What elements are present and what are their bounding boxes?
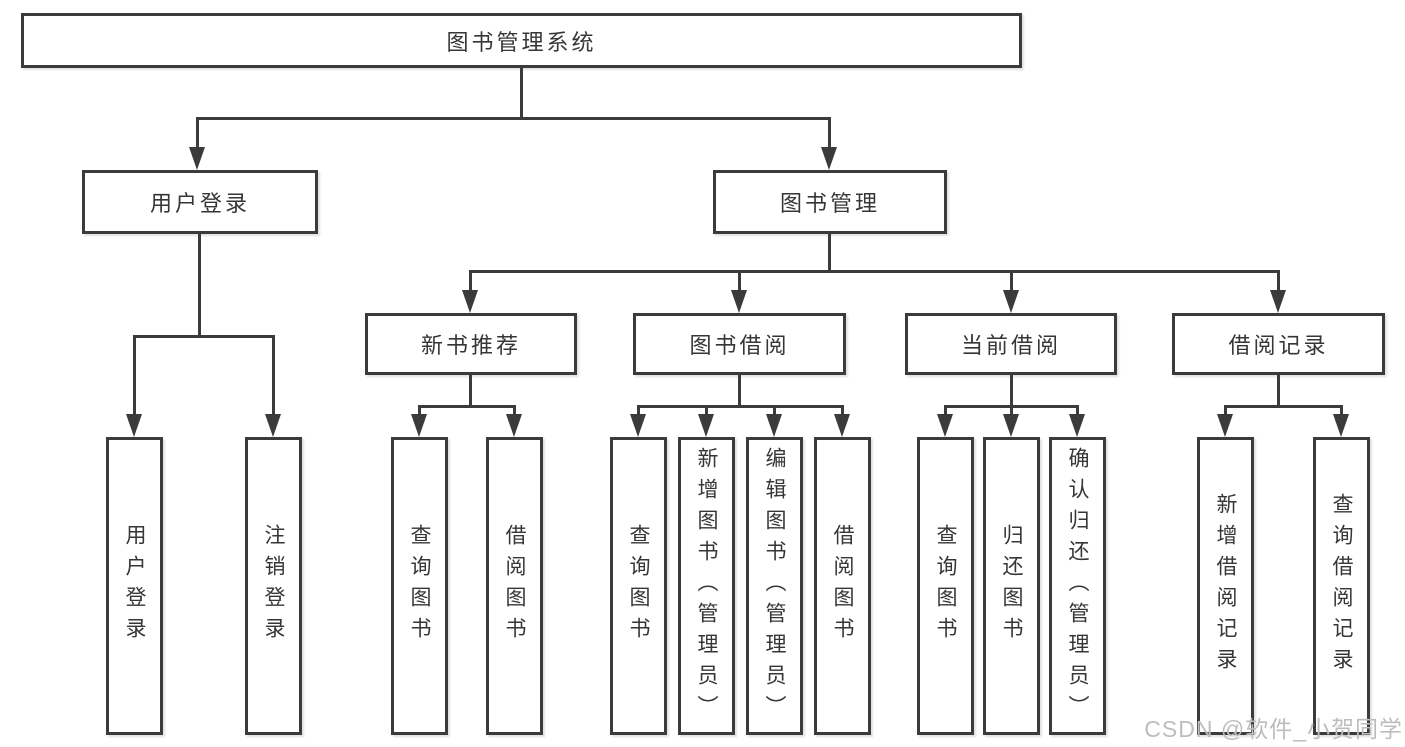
arrowhead [411, 414, 427, 437]
node-user-login-label: 用户登录 [149, 191, 250, 216]
leaf-query-borrow-record: 查询借阅记录 [1313, 437, 1370, 735]
leaf-logout: 注销登录 [245, 437, 302, 735]
arrowhead [698, 414, 714, 437]
arrowhead [937, 414, 953, 437]
csdn-watermark: CSDN @软件_小贺同学 [1144, 716, 1403, 742]
connector-stem [1340, 405, 1343, 415]
connector-stem [1277, 270, 1280, 290]
leaf-add-borrow-record: 新增借阅记录 [1197, 437, 1254, 735]
leaf-edit-books-admin: 编辑图书（管理员） [746, 437, 803, 735]
leaf-query-books-current-label: 查询图书 [934, 524, 957, 648]
leaf-query-books-borrowing: 查询图书 [610, 437, 667, 735]
leaf-query-books-current: 查询图书 [917, 437, 974, 735]
connector-stem [637, 405, 640, 415]
node-root-label: 图书管理系统 [446, 29, 597, 55]
connector-stem [1224, 405, 1227, 415]
node-book-borrowing-label: 图书借阅 [689, 333, 790, 358]
arrowhead [506, 414, 522, 437]
leaf-user-login: 用户登录 [106, 437, 163, 735]
leaf-add-borrow-record-label: 新增借阅记录 [1214, 493, 1237, 679]
connector-stem [469, 270, 472, 290]
arrowhead [731, 290, 747, 313]
leaf-return-books: 归还图书 [983, 437, 1040, 735]
arrowhead [126, 414, 142, 437]
leaf-logout-label: 注销登录 [262, 524, 285, 648]
connector-stem [198, 234, 201, 335]
connector-stem [828, 117, 831, 148]
leaf-query-books-recommend: 查询图书 [391, 437, 448, 735]
connector-stem [705, 405, 708, 415]
leaf-borrow-books-recommend-label: 借阅图书 [503, 524, 526, 648]
node-new-book-recommendation-label: 新书推荐 [420, 333, 521, 358]
arrowhead [766, 414, 782, 437]
connector-stem [944, 405, 947, 415]
leaf-query-books-recommend-label: 查询图书 [408, 524, 431, 648]
leaf-return-books-label: 归还图书 [1000, 524, 1023, 648]
node-borrowing-records: 借阅记录 [1172, 313, 1385, 375]
connector-stem [1010, 375, 1013, 405]
connector-stem [773, 405, 776, 415]
connector-stem [1010, 270, 1013, 290]
connector-group1-branch [134, 335, 274, 338]
connector-level2-branch [197, 117, 831, 120]
leaf-user-login-label: 用户登录 [123, 524, 146, 648]
node-current-borrowing-label: 当前借阅 [960, 333, 1061, 358]
connector-stem [738, 375, 741, 405]
arrowhead [1003, 414, 1019, 437]
leaf-query-borrow-record-label: 查询借阅记录 [1330, 493, 1353, 679]
leaf-borrow-books-recommend: 借阅图书 [486, 437, 543, 735]
node-borrowing-records-label: 借阅记录 [1228, 333, 1329, 358]
connector-level3-branch [470, 270, 1279, 273]
connector-stem [272, 335, 275, 414]
connector-stem [841, 405, 844, 415]
leaf-confirm-return-admin-label: 确认归还（管理员） [1066, 446, 1089, 726]
arrowhead [1003, 290, 1019, 313]
connector-stem [738, 270, 741, 290]
connector-group2-branch [419, 405, 515, 408]
connector-root-stem [520, 66, 523, 117]
leaf-borrow-books: 借阅图书 [814, 437, 871, 735]
node-current-borrowing: 当前借阅 [905, 313, 1117, 375]
connector-stem [1010, 405, 1013, 415]
leaf-confirm-return-admin: 确认归还（管理员） [1049, 437, 1106, 735]
leaf-borrow-books-label: 借阅图书 [831, 524, 854, 648]
arrowhead [265, 414, 281, 437]
leaf-edit-books-admin-label: 编辑图书（管理员） [763, 446, 786, 726]
connector-group3-branch [638, 405, 843, 408]
connector-stem [196, 117, 199, 148]
connector-stem [469, 375, 472, 405]
arrowhead [1217, 414, 1233, 437]
connector-stem [133, 335, 136, 414]
leaf-add-books-admin: 新增图书（管理员） [678, 437, 735, 735]
arrowhead [630, 414, 646, 437]
connector-stem [418, 405, 421, 415]
connector-stem [828, 234, 831, 270]
leaf-add-books-admin-label: 新增图书（管理员） [695, 446, 718, 726]
arrowhead [1333, 414, 1349, 437]
node-new-book-recommendation: 新书推荐 [365, 313, 577, 375]
arrowhead [834, 414, 850, 437]
node-user-login: 用户登录 [82, 170, 318, 234]
node-book-borrowing: 图书借阅 [633, 313, 846, 375]
connector-stem [513, 405, 516, 415]
node-book-management: 图书管理 [713, 170, 947, 234]
arrowhead [1069, 414, 1085, 437]
connector-stem [1076, 405, 1079, 415]
connector-group5-branch [1225, 405, 1342, 408]
arrowhead [189, 147, 205, 170]
arrowhead [1270, 290, 1286, 313]
leaf-query-books-borrowing-label: 查询图书 [627, 524, 650, 648]
arrowhead [821, 147, 837, 170]
node-book-management-label: 图书管理 [779, 191, 880, 216]
connector-stem [1277, 375, 1280, 405]
arrowhead [462, 290, 478, 313]
node-root: 图书管理系统 [21, 13, 1022, 68]
